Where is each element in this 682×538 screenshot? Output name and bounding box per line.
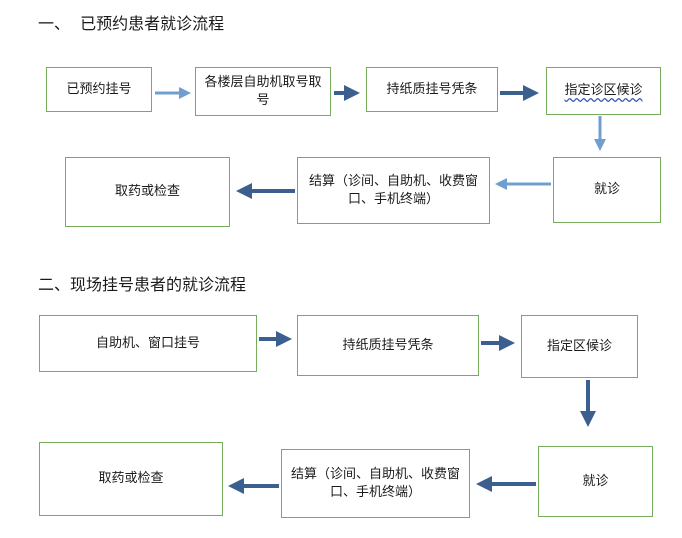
s1-register-label: 已预约挂号 [66, 81, 132, 97]
s1-register-box: 已预约挂号 [46, 67, 152, 112]
s2-medicine-box: 取药或检查 [39, 442, 223, 516]
s1-waiting-label: 指定诊区候诊 [564, 83, 643, 98]
s1-kiosk-box: 各楼层自助机取号取号 [195, 67, 331, 116]
s1-voucher-box: 持纸质挂号凭条 [366, 67, 498, 112]
s2-visit-box: 就诊 [538, 446, 653, 517]
s2-voucher-box: 持纸质挂号凭条 [297, 315, 479, 376]
s2-register-label: 自助机、窗口挂号 [95, 335, 200, 351]
s1-voucher-label: 持纸质挂号凭条 [386, 81, 478, 97]
s2-waiting-box: 指定区候诊 [521, 315, 638, 378]
section2-title: 二、现场挂号患者的就诊流程 [38, 275, 247, 294]
s2-payment-label: 结算（诊间、自助机、收费窗口、手机终端） [290, 466, 460, 500]
s2-medicine-label: 取药或检查 [98, 471, 164, 486]
s1-waiting-box: 指定诊区候诊 [546, 67, 661, 115]
s1-payment-label: 结算（诊间、自助机、收费窗口、手机终端） [308, 173, 478, 207]
s1-payment-box: 结算（诊间、自助机、收费窗口、手机终端） [297, 157, 490, 224]
s2-payment-box: 结算（诊间、自助机、收费窗口、手机终端） [281, 449, 470, 518]
s2-voucher-label: 持纸质挂号凭条 [342, 337, 434, 353]
s2-register-box: 自助机、窗口挂号 [39, 315, 257, 372]
s1-visit-box: 就诊 [553, 157, 661, 223]
s1-visit-label: 就诊 [593, 182, 620, 197]
section1-title: 一、 已预约患者就诊流程 [38, 14, 225, 33]
s1-medicine-label: 取药或检查 [114, 184, 180, 199]
s1-kiosk-label: 各楼层自助机取号取号 [204, 74, 322, 108]
s1-medicine-box: 取药或检查 [65, 157, 230, 227]
s2-waiting-label: 指定区候诊 [546, 338, 612, 354]
s2-visit-label: 就诊 [582, 473, 609, 489]
